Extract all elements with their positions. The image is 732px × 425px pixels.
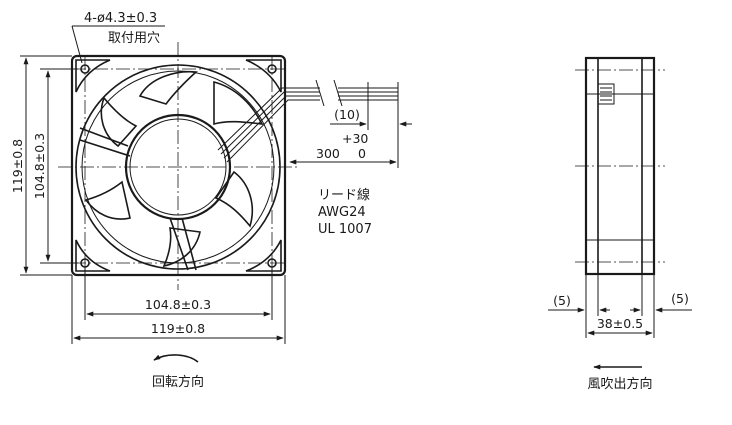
dim-bottom-outer: 119±0.8 (151, 321, 205, 336)
support-spokes (79, 127, 197, 271)
corner-top-right (245, 59, 282, 93)
dim-left-inner: 104.8±0.3 (32, 133, 47, 199)
hole-leader-line (71, 25, 83, 64)
side-left-offset: (5) (553, 293, 571, 308)
front-view (58, 42, 398, 290)
left-dimensions (20, 55, 78, 276)
lead-wire-standard: UL 1007 (318, 222, 372, 237)
side-right-offset: (5) (671, 291, 689, 306)
lead-tolerance-lower: 0 (358, 146, 366, 161)
fan-frame (70, 54, 287, 277)
bottom-dimensions (71, 268, 286, 344)
side-lead-outlet (598, 83, 615, 105)
lead-strip-dim: (10) (334, 107, 360, 122)
lead-wire-bundle (217, 79, 398, 163)
side-dimensions (548, 274, 692, 338)
lead-wire-gauge: AWG24 (318, 205, 366, 220)
dim-bottom-inner: 104.8±0.3 (145, 297, 211, 312)
corner-bottom-right (245, 239, 282, 272)
mounting-holes-spec: 4-ø4.3±0.3 (84, 11, 157, 26)
dim-left-outer: 119±0.8 (10, 139, 25, 193)
rotation-arrow (153, 354, 199, 363)
corner-top-left (75, 59, 111, 93)
rotation-label: 回転方向 (152, 374, 204, 390)
lead-dimensions (289, 82, 412, 168)
mounting-holes-label: 取付用穴 (108, 31, 160, 46)
side-view (575, 56, 665, 276)
lead-break-marks (315, 79, 343, 107)
corner-bottom-left (75, 239, 111, 272)
side-thickness: 38±0.5 (597, 316, 643, 331)
lead-wire-title: リード線 (318, 187, 370, 203)
fan-blades (84, 70, 264, 268)
lead-tolerance-upper: +30 (342, 131, 368, 146)
lead-length: 300 (316, 146, 340, 161)
airflow-label: 風吹出方向 (587, 376, 652, 392)
